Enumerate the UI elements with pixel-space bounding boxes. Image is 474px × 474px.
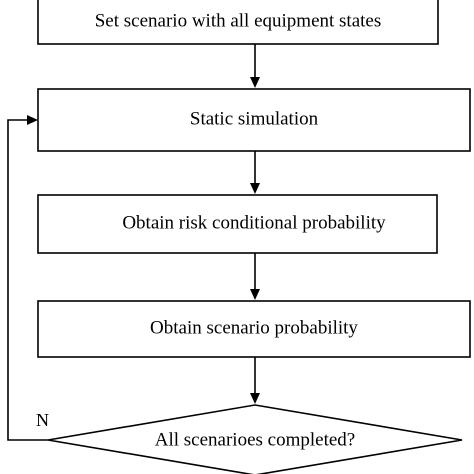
node-static-simulation-label: Static simulation <box>190 108 319 129</box>
node-static-simulation-box <box>37 88 471 152</box>
node-scenario-probability-label: Obtain scenario probability <box>150 317 358 338</box>
loop-line <box>7 119 48 441</box>
arrowhead <box>250 77 260 88</box>
node-decision-label: All scenarioes completed? <box>155 429 355 450</box>
node-risk-probability-label: Obtain risk conditional probability <box>122 212 386 233</box>
arrowhead <box>250 393 260 404</box>
edge-loop-no <box>7 115 48 441</box>
loop-no-label: N <box>36 410 49 430</box>
node-set-scenario-box <box>37 0 439 45</box>
edge-set-scenario-to-static <box>250 44 260 88</box>
node-set-scenario-label: Set scenario with all equipment states <box>95 10 382 31</box>
node-scenario-probability-box <box>37 300 471 358</box>
arrowhead <box>27 115 38 125</box>
node-decision: All scenarioes completed? <box>47 404 463 474</box>
node-set-scenario: Set scenario with all equipment states <box>37 0 439 45</box>
node-risk-probability: Obtain risk conditional probability <box>37 194 438 254</box>
node-scenario-probability: Obtain scenario probability <box>37 300 471 358</box>
edge-static-to-risk <box>250 151 260 194</box>
edge-risk-to-scenario-probability <box>250 253 260 300</box>
node-risk-probability-box <box>37 194 438 254</box>
arrowhead <box>250 289 260 300</box>
node-decision-diamond <box>47 404 463 474</box>
arrowhead <box>250 183 260 194</box>
edge-scenario-probability-to-decision <box>250 357 260 404</box>
node-static-simulation: Static simulation <box>37 88 471 152</box>
